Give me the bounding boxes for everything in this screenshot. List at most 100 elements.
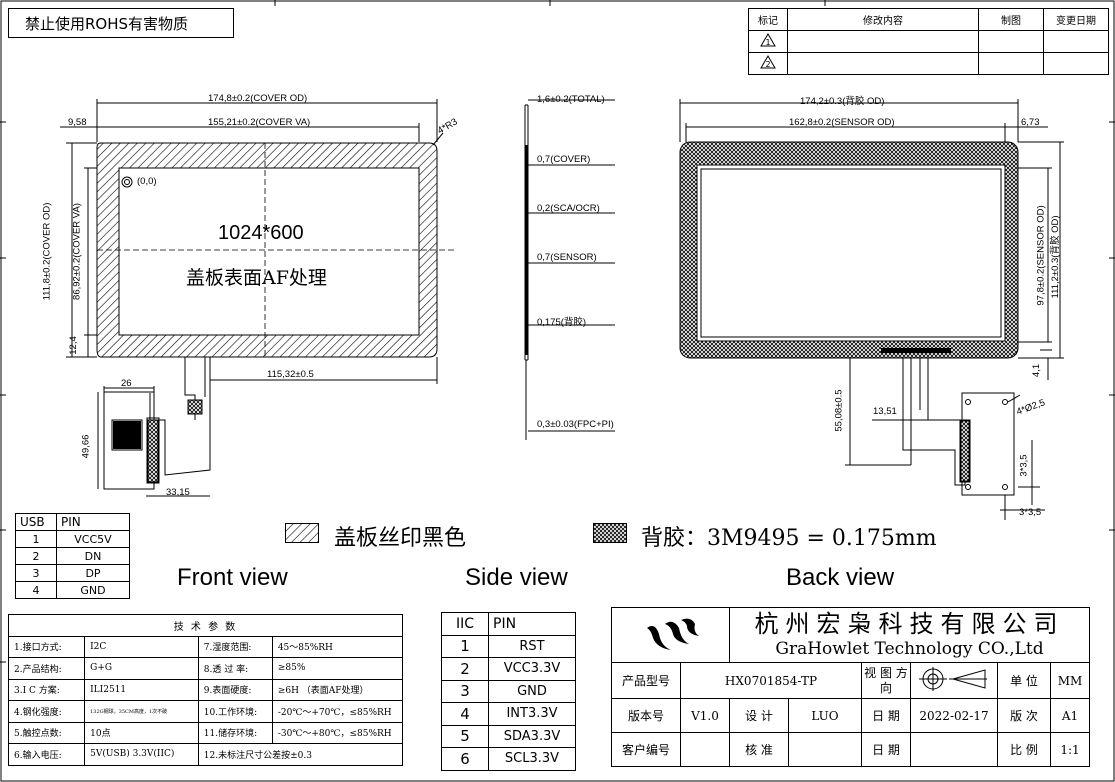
param-value: -30℃～+80℃，≤85%RH bbox=[271, 721, 404, 744]
param-label: 2.产品结构: bbox=[7, 657, 86, 680]
param-label: 10.工作环境: bbox=[197, 700, 273, 723]
dim-pcb-width: 26 bbox=[121, 378, 132, 389]
revision-label: 版 次 bbox=[997, 698, 1051, 733]
origin-label: (0,0) bbox=[137, 176, 157, 187]
param-label: 7.湿度范围: bbox=[197, 635, 273, 658]
iic-pin-number: 2 bbox=[441, 657, 489, 681]
usb-header-usb: USB bbox=[15, 513, 57, 531]
legend-silk: 盖板丝印黑色 bbox=[334, 526, 467, 551]
side-view-title: Side view bbox=[465, 564, 568, 591]
rohs-notice: 禁止使用ROHS有害物质 bbox=[8, 8, 234, 38]
front-view-drawing bbox=[60, 99, 455, 497]
front-view-title: Front view bbox=[177, 564, 288, 591]
usb-pin-name: DN bbox=[56, 547, 130, 565]
back-dim-sensor-height: 97,8±0.2(SENSOR OD) bbox=[1035, 205, 1047, 306]
usb-pin-number: 2 bbox=[15, 547, 57, 565]
date-label: 日 期 bbox=[861, 698, 911, 733]
review-label: 核 准 bbox=[729, 732, 789, 767]
param-value: 5V(USB) 3.3V(IIC) bbox=[84, 743, 199, 766]
scale-value: 1:1 bbox=[1050, 732, 1090, 767]
back-dim-od-height: 111,2±0.3(背胶 OD) bbox=[1050, 215, 1061, 299]
back-dim-hole-horizontal: 3*3,5 bbox=[1019, 507, 1042, 518]
param-value: I2C bbox=[84, 635, 199, 658]
usb-pin-number: 1 bbox=[15, 530, 57, 548]
iic-header-iic: IIC bbox=[441, 612, 489, 636]
iic-pin-number: 5 bbox=[441, 724, 489, 748]
af-note: 盖板表面AF处理 bbox=[186, 267, 327, 289]
iic-header-pin: PIN bbox=[488, 612, 576, 636]
resolution-label: 1024*600 bbox=[218, 222, 304, 244]
back-dim-tail-height: 55,08±0.5 bbox=[833, 389, 845, 432]
back-view-title: Back view bbox=[786, 564, 895, 591]
param-value: ILI2511 bbox=[84, 678, 199, 701]
usb-pin-name: DP bbox=[56, 564, 130, 582]
usb-pin-name: GND bbox=[56, 581, 130, 599]
design-label: 设 计 bbox=[729, 698, 789, 733]
iic-pin-name: GND bbox=[488, 679, 576, 703]
company-name-en: GraHowlet Technology CO.,Ltd bbox=[775, 639, 1044, 659]
rev-mark-2: 2 bbox=[748, 52, 788, 75]
customer-label: 客户编号 bbox=[611, 732, 681, 767]
param-value: 45～85%RH bbox=[271, 635, 404, 658]
back-dim-hole-vertical: 3*3,5 bbox=[1018, 454, 1030, 477]
dim-tail-length: 115,32±0.5 bbox=[267, 369, 314, 380]
side-dim-backing: 0,175(背胶) bbox=[537, 317, 587, 328]
iic-pin-number: 4 bbox=[441, 702, 489, 726]
designer-value: LUO bbox=[788, 698, 862, 733]
company-logo bbox=[611, 607, 730, 663]
side-view-drawing bbox=[524, 99, 615, 440]
unit-label: 单 位 bbox=[997, 662, 1051, 699]
side-dim-sca: 0,2(SCA/OCR) bbox=[537, 203, 600, 214]
iic-pin-number: 6 bbox=[441, 747, 489, 771]
rev-mark-2-number: 2 bbox=[765, 60, 770, 69]
iic-pin-name: SCL3.3V bbox=[488, 747, 576, 771]
projection-symbol bbox=[910, 662, 998, 699]
usb-pin-name: VCC5V bbox=[56, 530, 130, 548]
scale-label: 比 例 bbox=[997, 732, 1051, 767]
param-value: 132G钢球，35CM高度，1次不破 bbox=[84, 700, 199, 723]
legend-backing-swatch bbox=[593, 523, 627, 543]
version-label: 版本号 bbox=[611, 698, 681, 733]
param-value: G+G bbox=[84, 657, 199, 680]
side-dim-cover: 0,7(COVER) bbox=[537, 154, 591, 165]
back-dim-od-width: 174,2±0.3(背胶 OD) bbox=[800, 96, 885, 107]
back-view-drawing bbox=[679, 99, 1064, 520]
dim-left-margin: 9,58 bbox=[68, 117, 87, 128]
company-name-cn: 杭州宏枭科技有限公司 bbox=[754, 610, 1065, 638]
param-value: ≥85% bbox=[271, 657, 404, 680]
dim-pcb-offset: 33,15 bbox=[166, 487, 190, 498]
rev-mark-1-number: 1 bbox=[765, 38, 770, 47]
side-dim-sensor: 0,7(SENSOR) bbox=[537, 252, 597, 263]
back-dim-right-margin: 6,73 bbox=[1021, 117, 1040, 128]
iic-pin-number: 3 bbox=[441, 679, 489, 703]
param-label: 4.钢化强度: bbox=[7, 700, 86, 723]
model-label: 产品型号 bbox=[611, 662, 681, 699]
revision-value: A1 bbox=[1050, 698, 1090, 733]
back-dim-tail-offset: 13,51 bbox=[873, 406, 897, 417]
version-value: V1.0 bbox=[680, 698, 730, 733]
back-dim-sensor-width: 162,8±0.2(SENSOR OD) bbox=[789, 117, 895, 128]
param-value: -20℃～+70℃，≤85%RH bbox=[271, 700, 404, 723]
legend-silk-swatch bbox=[285, 523, 319, 543]
params-title: 技 术 参 数 bbox=[8, 614, 403, 637]
side-dim-fpc: 0,3±0.03(FPC+PI) bbox=[537, 419, 614, 430]
date-value: 2022-02-17 bbox=[910, 698, 998, 733]
date2-label: 日 期 bbox=[861, 732, 911, 767]
param-note: 12.未标注尺寸公差按±0.3 bbox=[197, 743, 404, 766]
usb-header-pin: PIN bbox=[56, 513, 130, 531]
side-dim-total: 1,6±0.2(TOTAL) bbox=[537, 94, 605, 105]
param-label: 3.I C 方案: bbox=[7, 678, 86, 701]
back-dim-gap: 4,1 bbox=[1031, 363, 1043, 378]
param-label: 11.储存环境: bbox=[197, 721, 273, 744]
param-label: 6.输入电压: bbox=[7, 743, 86, 766]
dim-cover-va-width: 155,21±0.2(COVER VA) bbox=[208, 117, 311, 128]
param-value: ≥6H （表面AF处理） bbox=[271, 678, 404, 701]
param-value: 10点 bbox=[84, 721, 199, 744]
usb-pin-number: 4 bbox=[15, 581, 57, 599]
view-direction-label: 视 图 方 向 bbox=[861, 662, 911, 699]
dim-cover-od-width: 174,8±0.2(COVER OD) bbox=[208, 93, 308, 104]
